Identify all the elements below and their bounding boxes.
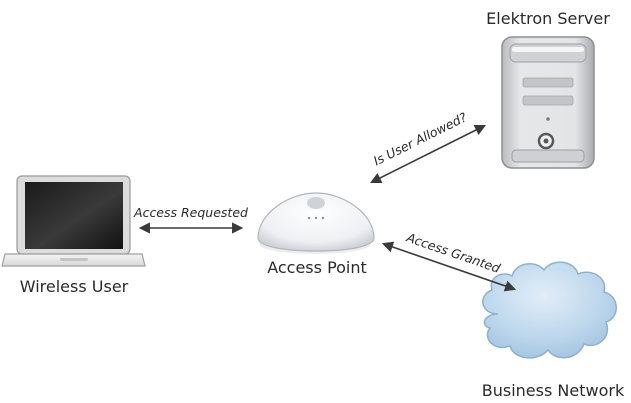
business-network-node: Business Network [482, 261, 625, 400]
is-user-allowed-arrow [369, 124, 487, 184]
server-tower-icon [501, 36, 595, 169]
wireless-user-node: Wireless User [1, 175, 146, 296]
access-point-label: Access Point [267, 258, 367, 277]
business-network-label: Business Network [482, 381, 625, 400]
edge-access-requested: Access Requested [133, 205, 248, 234]
wireless-user-label: Wireless User [20, 277, 129, 296]
access-point-node: Access Point [257, 192, 375, 277]
elektron-server-node: Elektron Server [486, 9, 610, 169]
wireless-access-point-icon [257, 192, 375, 254]
laptop-icon [1, 175, 146, 267]
elektron-server-label: Elektron Server [486, 9, 610, 28]
access-requested-label: Access Requested [133, 205, 248, 220]
cloud-icon [482, 261, 617, 359]
is-user-allowed-label: Is User Allowed? [371, 109, 470, 168]
access-granted-arrow [381, 241, 517, 292]
access-granted-label: Access Granted [404, 229, 502, 275]
edge-is-user-allowed: Is User Allowed? [369, 109, 487, 184]
